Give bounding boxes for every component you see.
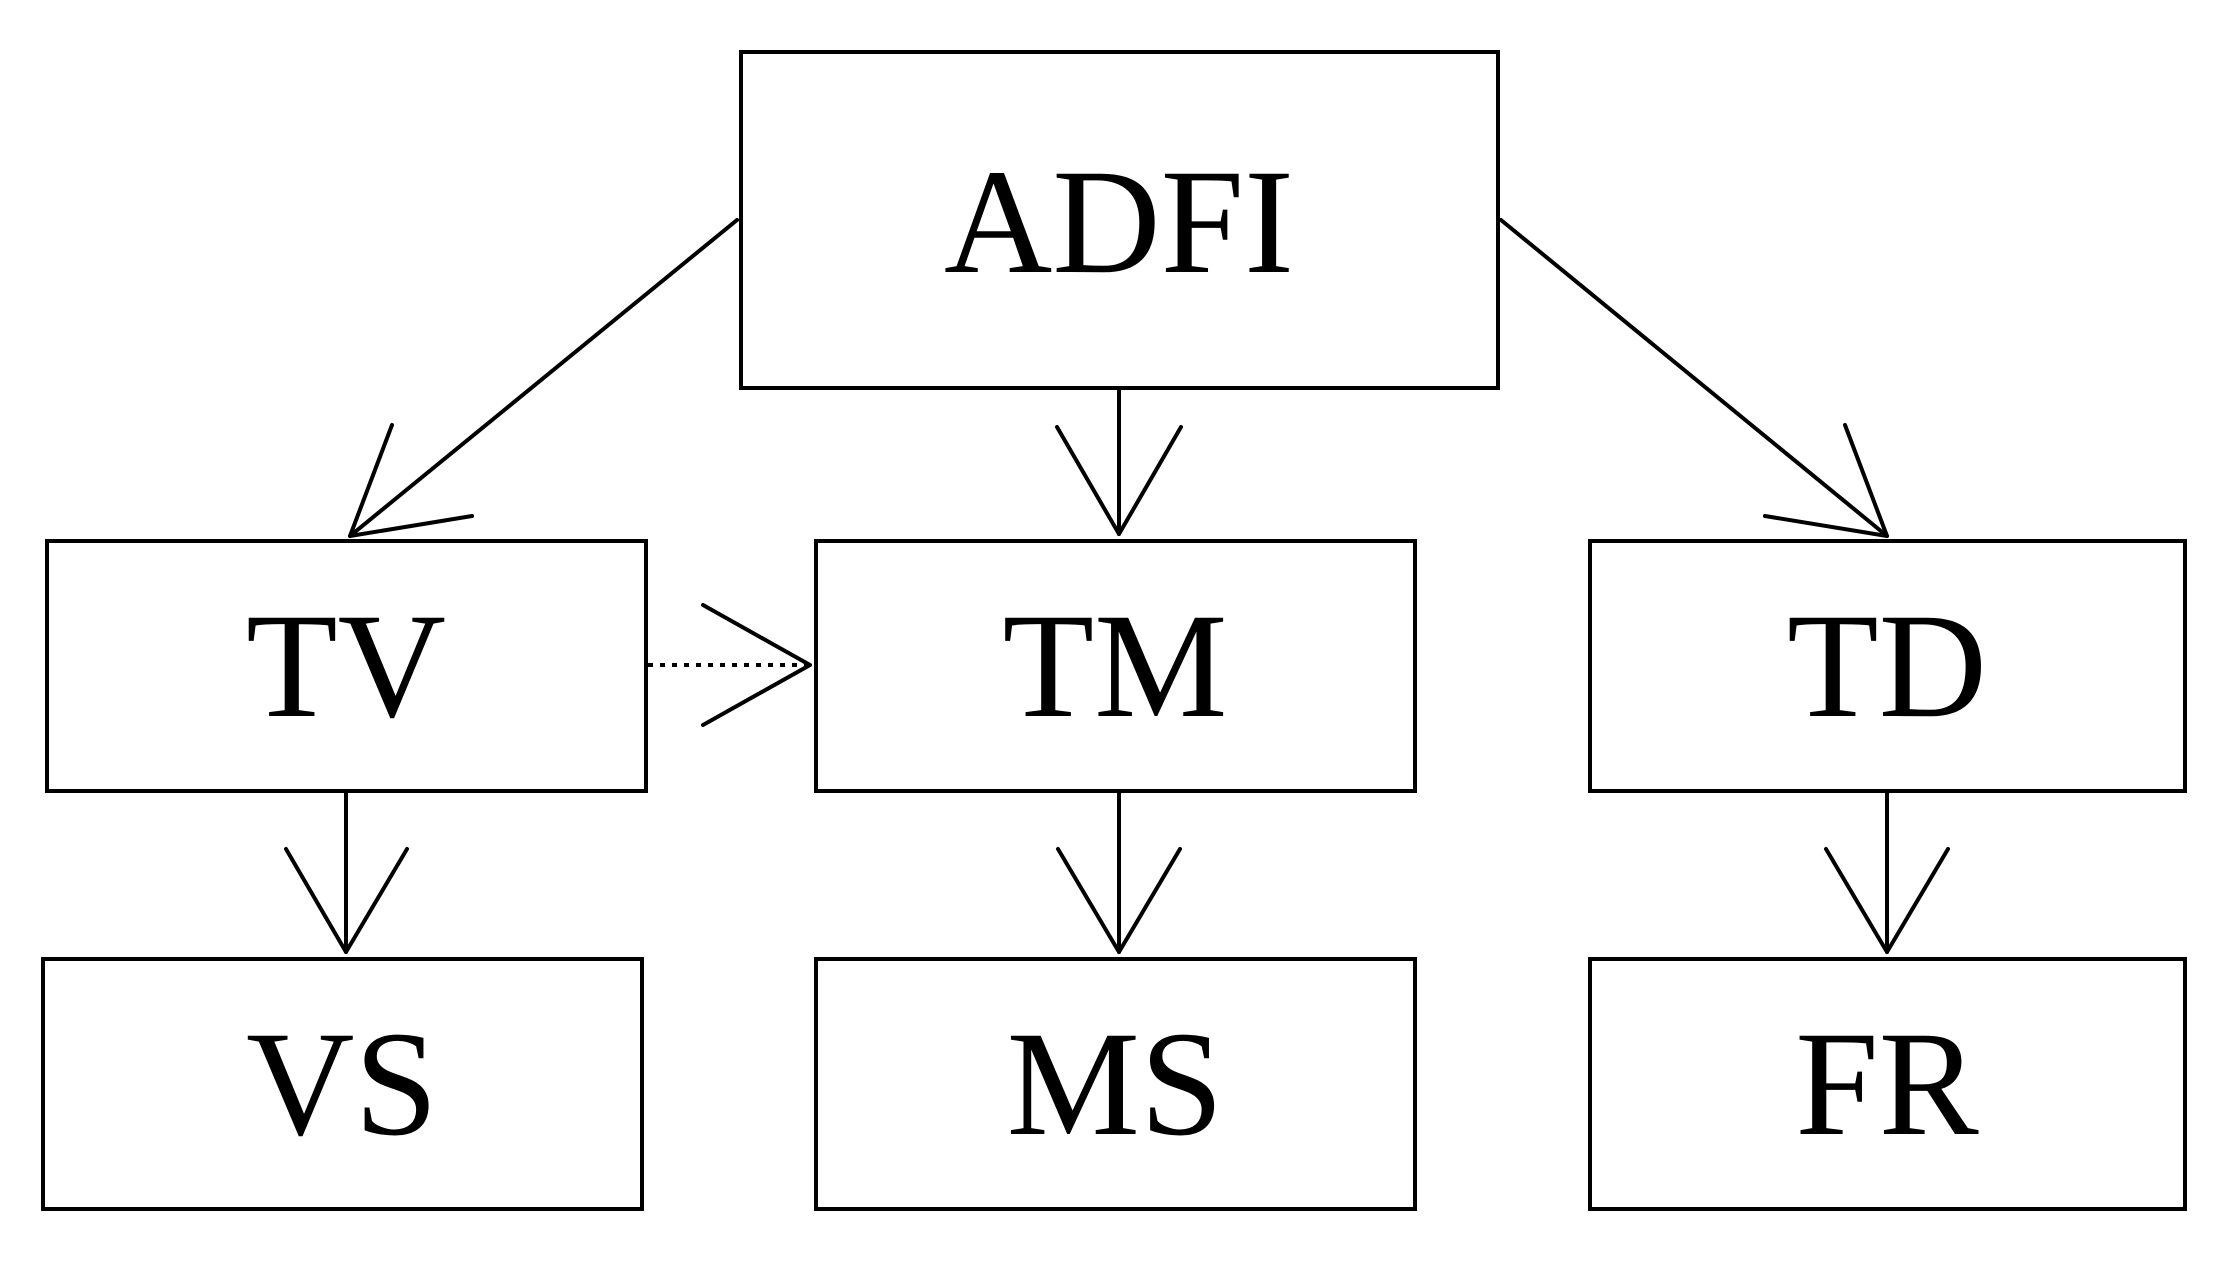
- node-tm-label: TM: [1003, 583, 1228, 749]
- node-ms: MS: [814, 957, 1417, 1211]
- node-tv-label: TV: [246, 583, 446, 749]
- edge-tm-ms: [1056, 791, 1182, 954]
- node-tm-box: [814, 539, 1417, 793]
- edge-adfi-tv: [348, 218, 739, 538]
- edge-tv-vs: [284, 791, 409, 954]
- edge-adfi-tm: [1055, 388, 1183, 536]
- node-td: TD: [1588, 539, 2187, 793]
- node-td-box: [1588, 539, 2187, 793]
- node-vs-label: VS: [246, 1001, 438, 1167]
- edge-tm-ms-arrowhead: [1056, 847, 1182, 954]
- node-adfi: ADFI: [739, 50, 1500, 390]
- edge-tv-tm-arrowhead: [701, 603, 812, 727]
- node-fr-box: [1588, 957, 2187, 1211]
- edge-adfi-td: [1499, 218, 1889, 538]
- node-tv: TV: [45, 539, 648, 793]
- node-fr-label: FR: [1795, 1001, 1978, 1167]
- node-tv-box: [45, 539, 648, 793]
- node-fr: FR: [1588, 957, 2187, 1211]
- edge-tv-tm: [648, 603, 812, 727]
- edge-adfi-td-arrowhead: [1763, 423, 1889, 538]
- node-ms-box: [814, 957, 1417, 1211]
- edge-td-fr-arrowhead: [1824, 847, 1950, 954]
- node-td-label: TD: [1787, 583, 1987, 749]
- edge-tv-vs-arrowhead: [284, 847, 409, 954]
- edge-adfi-tm-arrowhead: [1055, 425, 1183, 536]
- edge-td-fr: [1824, 791, 1950, 954]
- node-adfi-box: [739, 50, 1500, 390]
- node-ms-label: MS: [1007, 1001, 1224, 1167]
- node-vs: VS: [41, 957, 644, 1211]
- edge-adfi-tv-arrowhead: [348, 423, 474, 538]
- node-adfi-label: ADFI: [944, 139, 1294, 305]
- node-tm: TM: [814, 539, 1417, 793]
- node-vs-box: [41, 957, 644, 1211]
